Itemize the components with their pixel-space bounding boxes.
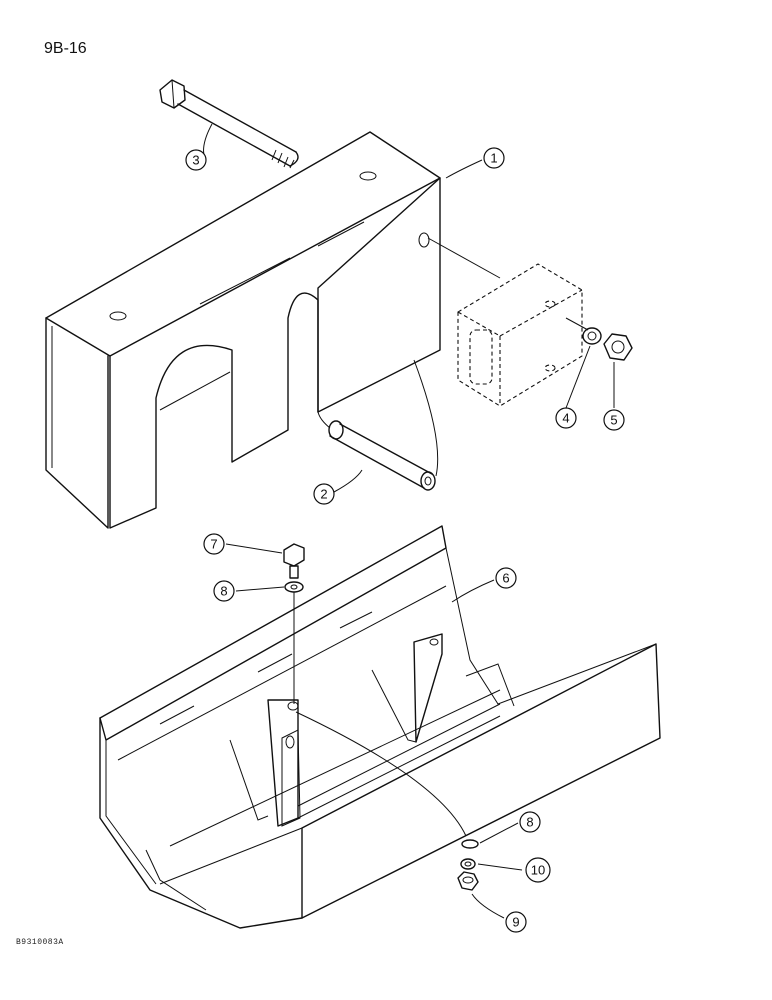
page-number: 9B-16 (44, 40, 87, 57)
cap-screw-part-7 (283, 543, 305, 579)
hardware-leader-line (295, 711, 467, 837)
callout-part-3: 3 (185, 149, 207, 171)
callout-part-6: 6 (495, 567, 517, 589)
nut-part-9 (457, 871, 479, 891)
mounting-block-dashed (457, 263, 583, 407)
upper-cover-part-1 (45, 131, 441, 529)
callout-label: 4 (562, 411, 569, 426)
spacer-tube-part-2 (317, 359, 439, 491)
callout-part-1: 1 (483, 147, 505, 169)
callout-part-5: 5 (603, 409, 625, 431)
callout-label: 8 (220, 584, 227, 599)
callout-label: 5 (610, 413, 617, 428)
callout-part-9: 9 (505, 911, 527, 933)
callout-label: 7 (210, 537, 217, 552)
callout-part-8-lower: 8 (519, 811, 541, 833)
bolt-part-3 (159, 79, 299, 169)
callout-label: 9 (512, 915, 519, 930)
washer-part-8-lower (461, 839, 479, 849)
washer-leader-line (565, 317, 589, 331)
washer-part-4 (582, 327, 602, 345)
lower-tray-part-6 (99, 525, 661, 929)
callout-label: 8 (526, 815, 533, 830)
figure-code: B9310083A (16, 938, 64, 947)
callout-label: 1 (490, 151, 497, 166)
washer-part-8-upper (284, 581, 304, 593)
callout-part-10: 10 (525, 857, 551, 883)
callout-label: 3 (192, 153, 199, 168)
callout-part-7: 7 (203, 533, 225, 555)
callout-part-2: 2 (313, 483, 335, 505)
hole-leader-line (427, 237, 501, 279)
lockwasher-part-10 (460, 858, 476, 870)
callout-label: 6 (502, 571, 509, 586)
callout-part-8-upper: 8 (213, 580, 235, 602)
callout-label: 2 (320, 487, 327, 502)
callout-leaders (203, 123, 615, 919)
callout-label: 10 (531, 863, 545, 878)
callout-part-4: 4 (555, 407, 577, 429)
nut-part-5 (603, 333, 633, 361)
